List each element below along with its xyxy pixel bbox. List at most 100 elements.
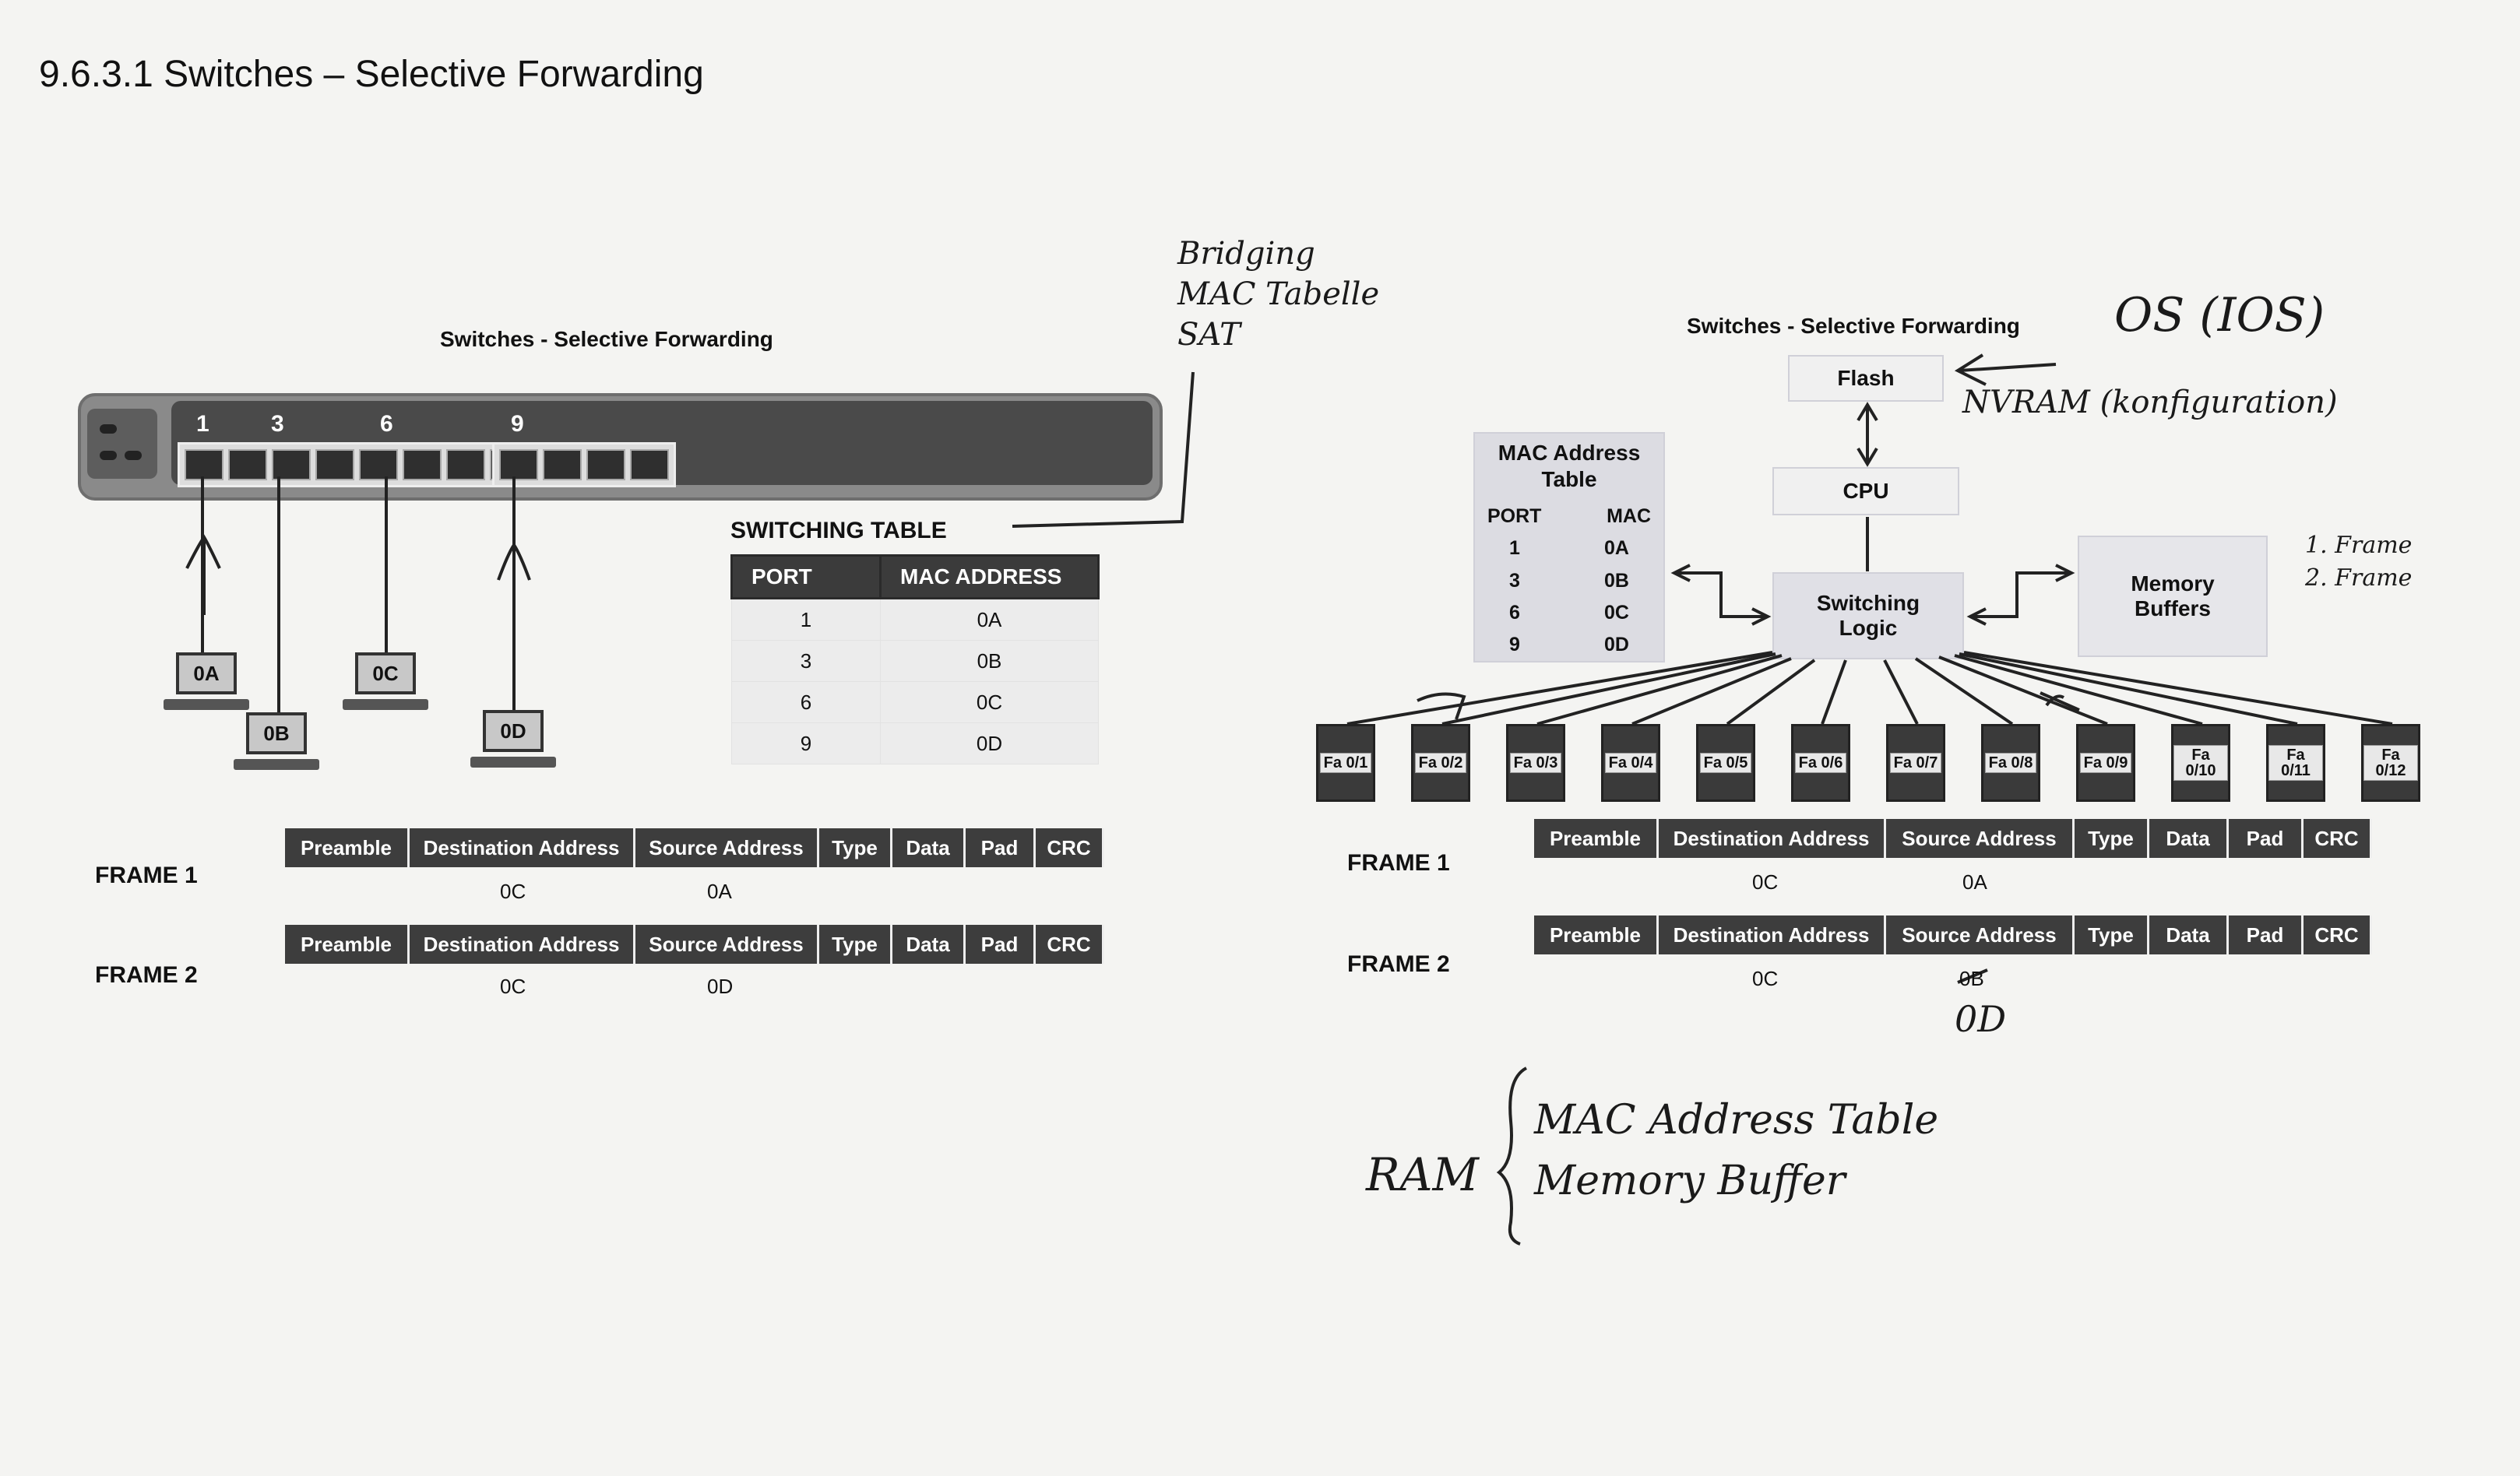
fa-port-label: Fa 0/3 [1509, 753, 1562, 773]
right-diagram-title: Switches - Selective Forwarding [1687, 314, 2020, 338]
handwritten-line: Bridging [1177, 236, 1315, 272]
frame-label: FRAME 2 [95, 962, 198, 988]
fa-port-label: Fa 0/2 [1414, 753, 1467, 773]
fa-port-label: Fa 0/6 [1794, 753, 1847, 773]
fa-port-label: Fa 0/10 [2173, 745, 2228, 781]
frame-src-value: 0A [707, 880, 732, 903]
fa-port-label: Fa 0/7 [1889, 753, 1942, 773]
pc-screen: 0A [176, 652, 237, 694]
pc-0a: 0A [164, 652, 249, 715]
left-diagram-title: Switches - Selective Forwarding [440, 327, 773, 351]
mac-table-header: PORT MAC [1487, 501, 1651, 532]
table-cell: 9 [1509, 633, 1520, 655]
switch-port [630, 449, 669, 480]
fa-port-label: Fa 0/4 [1604, 753, 1657, 773]
switch-port-group-2 [492, 442, 676, 487]
fa-port: Fa 0/10 [2171, 724, 2230, 802]
frame-field: CRC [2304, 819, 2372, 858]
frame-field: Data [2149, 819, 2229, 858]
switch-status-panel [87, 409, 157, 479]
table-cell: 0C [1604, 601, 1629, 624]
port-number-label: 6 [380, 411, 393, 437]
fa-port: Fa 0/6 [1791, 724, 1850, 802]
status-led-icon [125, 451, 142, 460]
frame-src-value: 0A [1962, 870, 1987, 894]
switch-port [543, 449, 582, 480]
frame-field: Preamble [285, 828, 410, 867]
fa-port: Fa 0/4 [1601, 724, 1660, 802]
memory-buffers-box: Memory Buffers [2078, 536, 2268, 657]
pc-screen: 0B [246, 712, 307, 754]
pc-0c: 0C [343, 652, 428, 715]
pc-base [234, 759, 319, 770]
page-title: 9.6.3.1 Switches – Selective Forwarding [39, 54, 704, 95]
switch-port [586, 449, 625, 480]
frame-label: FRAME 1 [95, 863, 198, 888]
frame-field: Destination Address [410, 828, 635, 867]
table-cell: 0A [880, 598, 1099, 641]
flash-box: Flash [1788, 355, 1944, 402]
fa-port: Fa 0/12 [2361, 724, 2420, 802]
frame-field: Pad [2229, 819, 2304, 858]
table-cell: 1 [731, 598, 881, 641]
frame-field: Type [819, 828, 892, 867]
frame-field: Preamble [1534, 915, 1659, 954]
pc-screen: 0C [355, 652, 416, 694]
handwritten-correction: 0D [1955, 998, 2007, 1040]
frame-field: Source Address [635, 828, 819, 867]
frame-field: Pad [2229, 915, 2304, 954]
frame-header-row: Preamble Destination Address Source Addr… [1534, 915, 2372, 954]
fa-port: Fa 0/1 [1316, 724, 1375, 802]
frame-field: Type [2075, 915, 2149, 954]
table-cell: 0C [880, 681, 1099, 723]
pc-0b: 0B [234, 712, 319, 775]
frame-header-row: Preamble Destination Address Source Addr… [1534, 819, 2372, 858]
frame-field: Pad [966, 925, 1036, 964]
memory-buffers-label: Memory Buffers [2131, 571, 2215, 620]
table-cell: 3 [731, 640, 881, 682]
frame-dest-value: 0C [1752, 967, 1779, 990]
switch-port [403, 449, 442, 480]
table-cell: 1 [1509, 537, 1520, 560]
frame-field: Data [892, 828, 966, 867]
handwritten-ram-label: RAM [1366, 1148, 1479, 1201]
mac-table-header-cell: MAC [1607, 505, 1651, 528]
handwritten-line: 1. Frame [2305, 532, 2413, 559]
frame-field: Preamble [285, 925, 410, 964]
handwritten-line: 2. Frame [2305, 564, 2413, 592]
frame-field: Data [2149, 915, 2229, 954]
mac-table-title: MAC Address Table [1498, 441, 1641, 491]
handwritten-nvram-note: NVRAM (konfiguration) [1962, 385, 2338, 420]
switch-port [272, 449, 311, 480]
frame-field: Source Address [1886, 915, 2075, 954]
frame-field: Data [892, 925, 966, 964]
fa-port: Fa 0/7 [1886, 724, 1945, 802]
fa-port: Fa 0/9 [2076, 724, 2135, 802]
frame-label: FRAME 2 [1347, 951, 1450, 977]
table-cell: 0B [1604, 569, 1629, 592]
status-led-icon [100, 424, 117, 434]
pc-screen: 0D [483, 710, 544, 752]
pc-base [470, 757, 556, 768]
pc-0d: 0D [470, 710, 556, 772]
table-cell: 0B [880, 640, 1099, 682]
switch-port [315, 449, 354, 480]
table-cell: 9 [731, 722, 881, 764]
handwritten-line: SAT [1177, 317, 1241, 353]
frame-field: Preamble [1534, 819, 1659, 858]
fa-port-label: Fa 0/11 [2268, 745, 2323, 781]
frame-field: Destination Address [410, 925, 635, 964]
table-cell: 6 [1509, 601, 1520, 624]
pc-base [164, 699, 249, 710]
frame-field: Type [819, 925, 892, 964]
status-led-icon [100, 451, 117, 460]
table-cell: 0D [1604, 633, 1629, 655]
handwritten-frame-order: 1. Frame 2. Frame [2305, 529, 2412, 595]
frame-dest-value: 0C [500, 975, 526, 998]
mac-table-header-cell: PORT [1487, 505, 1542, 528]
